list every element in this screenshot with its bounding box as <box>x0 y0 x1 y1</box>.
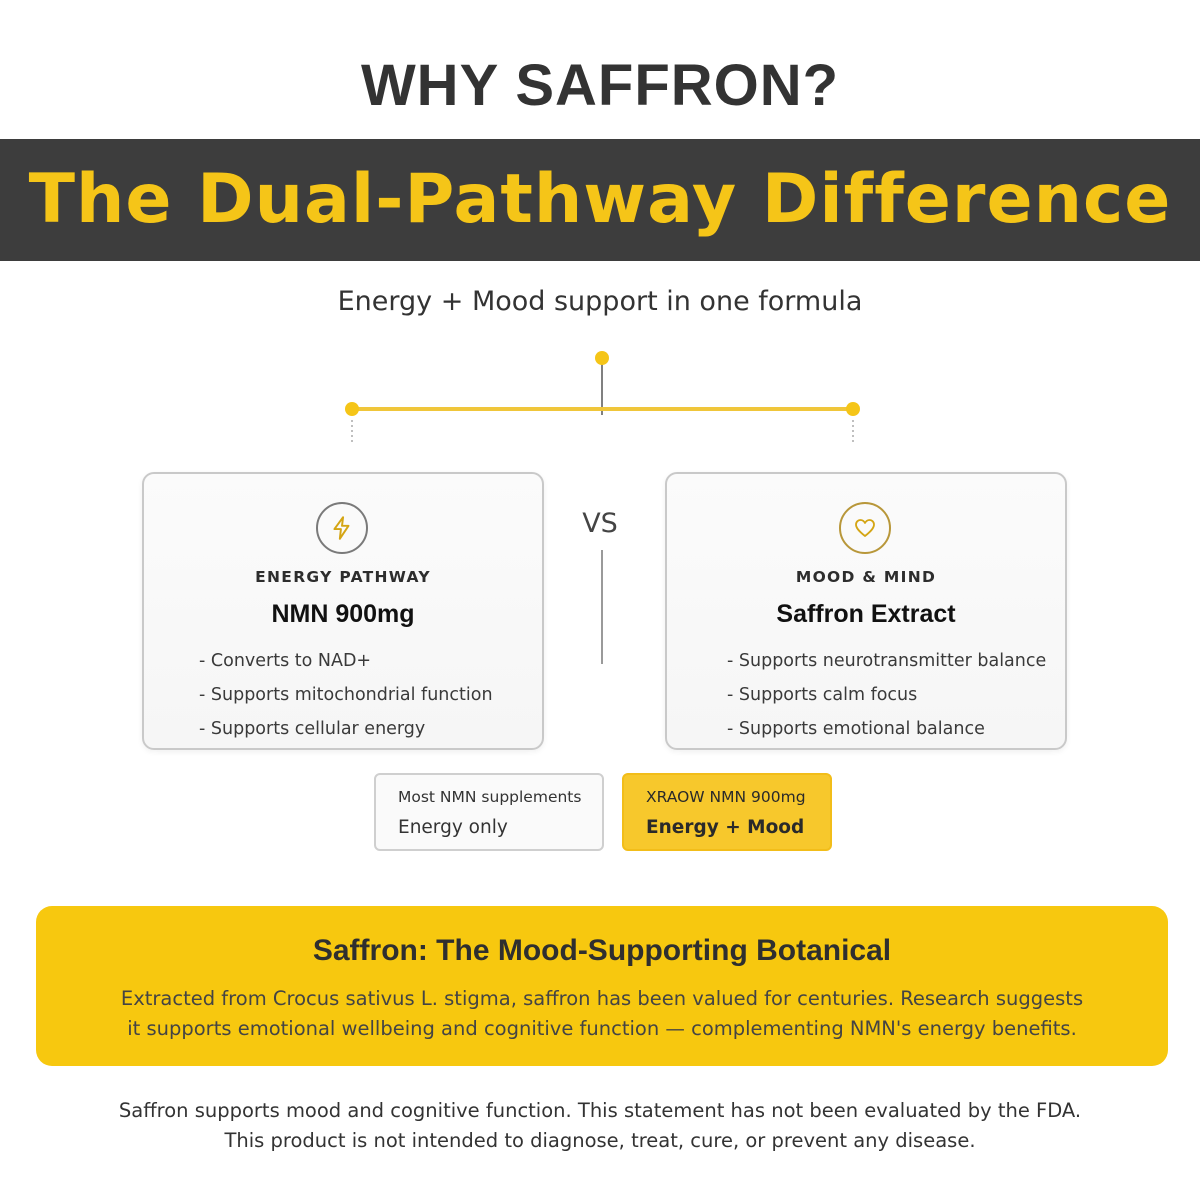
card-ingredient-name: Saffron Extract <box>776 600 956 628</box>
page-subtitle: Energy + Mood support in one formula <box>337 286 863 317</box>
vs-divider <box>601 550 603 664</box>
page-title: The Dual-Pathway Difference <box>28 160 1172 239</box>
callout-title: Saffron: The Mood-Supporting Botanical <box>312 934 892 967</box>
connector-right-dot <box>846 402 860 416</box>
list-item: Supports emotional balance <box>727 712 1046 746</box>
vs-label: VS <box>582 508 618 539</box>
comparison-value: Energy + Mood <box>646 817 805 838</box>
card-ingredient-name: NMN 900mg <box>271 600 415 628</box>
connector-left-dot <box>345 402 359 416</box>
callout-line: Extracted from Crocus sativus L. stigma,… <box>120 987 1084 1010</box>
competitor-comparison-box: Most NMN supplements Energy only <box>374 773 604 851</box>
list-item: Supports mitochondrial function <box>199 678 493 712</box>
saffron-callout: Saffron: The Mood-Supporting Botanical E… <box>36 906 1168 1066</box>
eyebrow-heading: WHY SAFFRON? <box>360 53 840 118</box>
mood-mind-card: MOOD & MIND Saffron Extract Supports neu… <box>665 472 1067 750</box>
list-item: Converts to NAD+ <box>199 644 493 678</box>
callout-line: it supports emotional wellbeing and cogn… <box>127 1017 1077 1040</box>
disclaimer-line: This product is not intended to diagnose… <box>224 1129 976 1152</box>
list-item: Supports calm focus <box>727 678 1046 712</box>
pathway-connector-diagram <box>345 351 860 445</box>
fda-disclaimer: Saffron supports mood and cognitive func… <box>0 1096 1200 1156</box>
list-item: Supports cellular energy <box>199 712 493 746</box>
energy-pathway-card: ENERGY PATHWAY NMN 900mg Converts to NAD… <box>142 472 544 750</box>
callout-body: Extracted from Crocus sativus L. stigma,… <box>36 984 1168 1044</box>
lightning-bolt-icon <box>316 502 368 554</box>
comparison-value: Energy only <box>398 817 508 838</box>
product-comparison-box: XRAOW NMN 900mg Energy + Mood <box>622 773 832 851</box>
connector-top-dot <box>595 351 609 365</box>
heart-icon <box>839 502 891 554</box>
comparison-label: Most NMN supplements <box>398 788 582 806</box>
card-label: MOOD & MIND <box>795 568 937 586</box>
benefit-list: Supports neurotransmitter balance Suppor… <box>727 644 1046 746</box>
disclaimer-line: Saffron supports mood and cognitive func… <box>118 1099 1082 1122</box>
comparison-label: XRAOW NMN 900mg <box>646 788 806 806</box>
card-label: ENERGY PATHWAY <box>255 568 431 586</box>
list-item: Supports neurotransmitter balance <box>727 644 1046 678</box>
benefit-list: Converts to NAD+ Supports mitochondrial … <box>199 644 493 746</box>
title-banner: The Dual-Pathway Difference <box>0 139 1200 261</box>
